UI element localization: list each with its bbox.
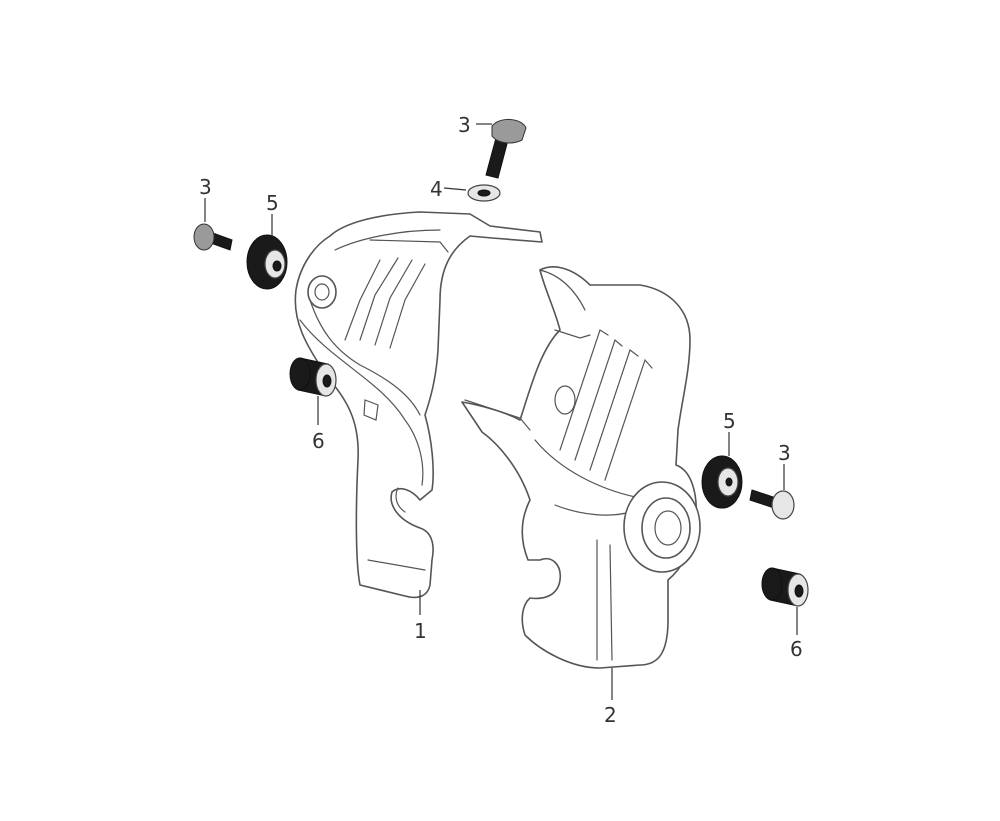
callout-5-right: 5 bbox=[723, 409, 736, 433]
left-cover-part-1 bbox=[294, 211, 543, 615]
callout-6-right: 6 bbox=[790, 637, 803, 661]
screw-left bbox=[193, 198, 233, 251]
callout-1: 1 bbox=[414, 619, 427, 643]
grommet-left-5 bbox=[246, 214, 288, 290]
callout-5-left: 5 bbox=[266, 191, 279, 215]
callout-3-left: 3 bbox=[199, 175, 212, 199]
grommet-right-5 bbox=[701, 432, 743, 509]
screw-top bbox=[476, 119, 527, 179]
bushing-left-6 bbox=[289, 357, 337, 425]
washer-4 bbox=[443, 184, 501, 202]
screw-right bbox=[749, 464, 795, 520]
callout-2: 2 bbox=[604, 703, 617, 727]
bushing-right-6 bbox=[761, 567, 809, 635]
callout-3-right: 3 bbox=[778, 441, 791, 465]
callout-6-left: 6 bbox=[312, 429, 325, 453]
callout-3-top: 3 bbox=[458, 113, 471, 137]
callout-4: 4 bbox=[430, 177, 443, 201]
right-cover-part-2 bbox=[461, 266, 701, 700]
